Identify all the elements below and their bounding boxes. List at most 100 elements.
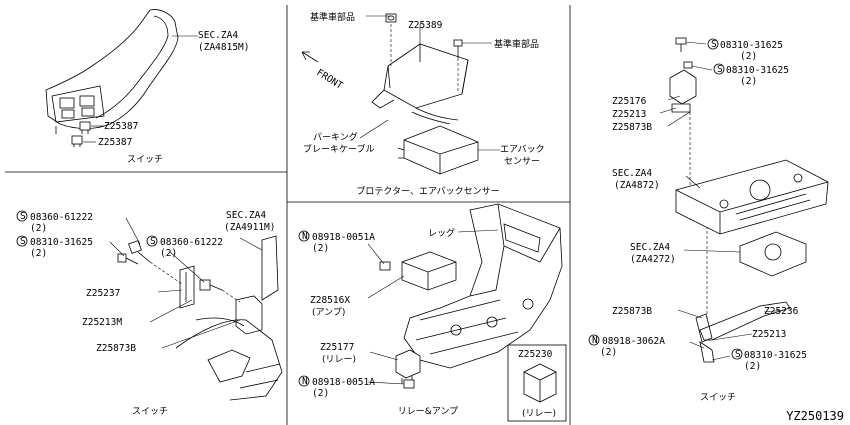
switch-mount-drawing: [235, 235, 279, 335]
part-label-z25213m: Z25213M: [82, 317, 122, 328]
part-label-z25387-1: Z25387: [104, 121, 138, 132]
leg-label: レッグ: [428, 227, 455, 239]
inset-box: [507, 344, 567, 422]
sec-label-1: SEC.ZA4: [612, 168, 652, 179]
amp-label: (アンプ): [312, 307, 345, 318]
figure-id: YZ250139: [786, 409, 844, 423]
screw-prefix-icon: S: [20, 236, 26, 247]
nut-label-1: 08918-0051A: [312, 232, 375, 243]
screw-prefix-icon: S: [150, 236, 156, 247]
relay-inset-drawing: [523, 363, 557, 403]
sec-ref-label: (ZA4815M): [198, 42, 249, 53]
part-label-z28516x: Z28516X: [310, 295, 350, 306]
trim-part-drawing: [45, 9, 179, 134]
clip-icon-1: [79, 121, 91, 134]
screw-label-1: 08310-31625: [720, 40, 783, 51]
seat-frame-drawing: [675, 159, 829, 235]
panel-dividers: [5, 5, 571, 425]
bracket-drawing: [669, 69, 697, 113]
sec-label-2: SEC.ZA4: [630, 242, 670, 253]
part-label-z25873b: Z25873B: [96, 343, 136, 354]
part-label-z25873b: Z25873B: [612, 306, 652, 317]
sec-ref-label-1: (ZA4872): [614, 180, 660, 191]
sec-label: SEC.ZA4: [226, 210, 266, 221]
screw-qty-3: (2): [160, 248, 177, 259]
front-arrow-icon: [301, 51, 319, 63]
screw-prefix-icon: S: [717, 64, 723, 75]
screw-icon-1: [128, 240, 151, 263]
screw-qty-2: (2): [30, 248, 47, 259]
panel-protector: 基準車部品 Z25389 基準車部品 FRONT パーキング ブレーキケーブル …: [301, 11, 545, 197]
panel-switch-c: Z25873B Z25236 Z25213 N 08918-3062A (2) …: [588, 301, 807, 403]
part-label-z25236: Z25236: [764, 306, 799, 317]
std-part-label-1: 基準車部品: [310, 11, 355, 23]
protector-plate-drawing: [371, 43, 469, 109]
panel-switch-b: S 08360-61222 (2) S 08310-31625 (2) S 08…: [16, 210, 283, 417]
cable-label-line-1: パーキング: [313, 131, 358, 143]
panel-caption: リレー&アンプ: [398, 406, 458, 417]
sec-label: SEC.ZA4: [198, 30, 238, 41]
sec-ref-label-2: (ZA4272): [630, 254, 676, 265]
nut-icon-1: [379, 261, 391, 271]
nut-qty-2: (2): [312, 388, 329, 399]
panel-caption: プロテクター、エアバックセンサー: [356, 186, 499, 197]
screw-icon-2: [683, 61, 693, 69]
clip-icon-2: [71, 135, 83, 147]
inset-part-label: Z25230: [518, 349, 553, 360]
screw-prefix-icon: S: [711, 39, 717, 50]
part-label-z25873b: Z25873B: [612, 122, 652, 133]
nut-prefix-icon: N: [302, 231, 308, 242]
part-label-z25389: Z25389: [408, 20, 443, 31]
leg-frame-drawing: [403, 203, 563, 369]
screw-qty-2: (2): [740, 76, 757, 87]
relay-unit-drawing: [395, 349, 421, 384]
screw-icon-3: [199, 279, 223, 291]
panel-caption: スイッチ: [127, 154, 163, 165]
panel-caption: スイッチ: [700, 392, 736, 403]
screw-label-1: 08360-61222: [30, 212, 93, 223]
part-label-z25387-2: Z25387: [98, 137, 132, 148]
cable-label-line-2: ブレーキケーブル: [303, 143, 374, 155]
nut-qty-1: (2): [312, 243, 329, 254]
screw-prefix-icon: S: [735, 349, 741, 360]
screw-label-2: 08310-31625: [726, 65, 789, 76]
part-label-z25177: Z25177: [320, 342, 354, 353]
amp-unit-drawing: [401, 251, 457, 291]
nut-label-2: 08918-0051A: [312, 377, 375, 388]
nut-qty: (2): [600, 347, 617, 358]
airbag-sensor-drawing: [397, 107, 479, 175]
screw-qty-1: (2): [740, 51, 757, 62]
inset-relay-label: (リレー): [522, 409, 556, 419]
screw-label-3: 08360-61222: [160, 237, 223, 248]
nut-label: 08918-3062A: [602, 336, 665, 347]
screw-qty-1: (2): [30, 223, 47, 234]
panel-seat-frame: S 08310-31625 (2) S 08310-31625 (2) Z251…: [612, 37, 829, 320]
panel-caption: スイッチ: [132, 406, 168, 417]
sec-ref-label: (ZA4911M): [224, 222, 275, 233]
screw-label: 08310-31625: [744, 350, 807, 361]
bolt-icon: [453, 39, 463, 58]
nut-prefix-icon: N: [592, 335, 598, 346]
screw-label-2: 08310-31625: [30, 237, 93, 248]
screw-icon-top: [675, 37, 687, 52]
relay-label: (リレー): [322, 355, 356, 365]
screw-icon-2: [117, 253, 139, 265]
panel-relay-amp: N 08918-0051A (2) レッグ Z28516X (アンプ) Z251…: [298, 203, 567, 422]
sensor-label-line-1: エアバック: [500, 144, 545, 155]
sensor-label-line-2: センサー: [504, 156, 540, 167]
part-label-z25237: Z25237: [86, 288, 120, 299]
panel-switch-a: SEC.ZA4 (ZA4815M) Z25387 Z25387 スイッチ: [45, 9, 249, 165]
sub-plate-drawing: [739, 231, 807, 277]
screw-prefix-icon: S: [20, 211, 26, 222]
std-part-label-2: 基準車部品: [494, 38, 539, 50]
bracket-drawing: [179, 265, 195, 309]
part-label-z25213: Z25213: [612, 109, 646, 120]
part-label-z25176: Z25176: [612, 96, 647, 107]
nut-icon-2: [403, 379, 415, 389]
seat-rail-drawing: [175, 317, 283, 401]
part-label-z25213: Z25213: [752, 329, 786, 340]
front-direction-label: FRONT: [314, 67, 344, 92]
nut-icon: [385, 13, 397, 23]
screw-qty: (2): [744, 361, 761, 372]
